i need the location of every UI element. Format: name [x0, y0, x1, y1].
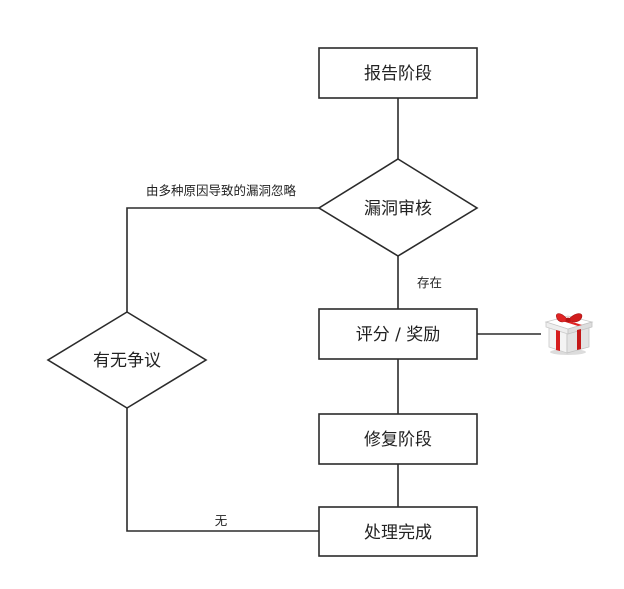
- edge-label-none: 无: [215, 513, 228, 528]
- node-dispute-label: 有无争议: [93, 351, 161, 371]
- node-review: 漏洞审核: [317, 158, 479, 257]
- node-done-label: 处理完成: [364, 523, 432, 543]
- node-report: 报告阶段: [318, 47, 478, 99]
- edge-label-ignored: 由多种原因导致的漏洞忽略: [146, 183, 297, 198]
- node-dispute: 有无争议: [46, 311, 208, 409]
- node-score: 评分 / 奖励: [318, 308, 478, 360]
- edge-label-exists: 存在: [417, 275, 442, 290]
- node-repair: 修复阶段: [318, 413, 478, 465]
- edge-review-dispute: [126, 207, 319, 312]
- node-report-label: 报告阶段: [364, 64, 432, 84]
- node-repair-label: 修复阶段: [364, 430, 432, 450]
- connectors: [126, 98, 541, 532]
- gift-icon: [544, 313, 594, 355]
- edge-dispute-done: [126, 408, 319, 532]
- node-done: 处理完成: [318, 506, 478, 557]
- node-score-label: 评分 / 奖励: [356, 325, 441, 345]
- node-review-label: 漏洞审核: [364, 199, 432, 219]
